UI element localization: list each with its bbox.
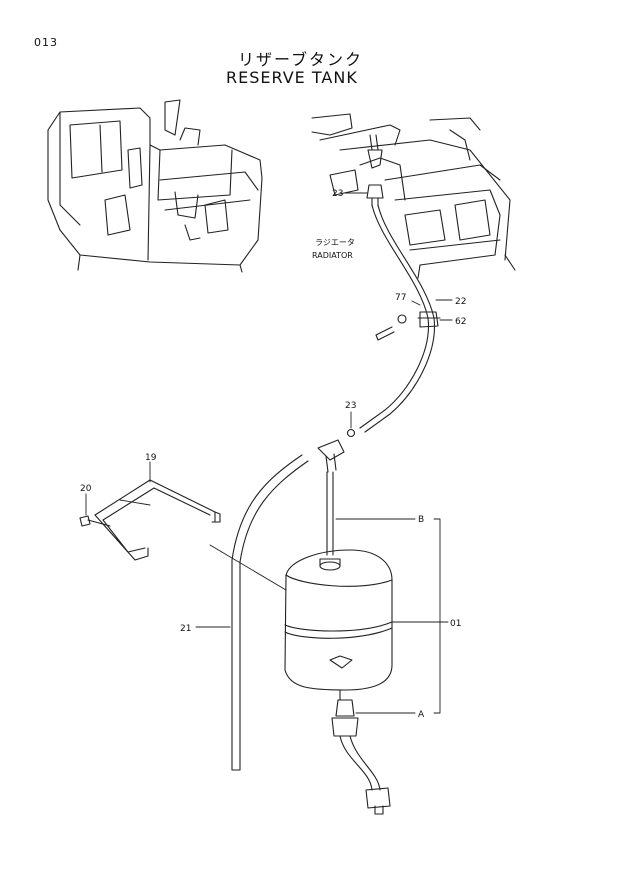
label-22: 22 xyxy=(455,297,466,307)
bracket-19 xyxy=(94,479,221,561)
title-japanese: リザーブタンク xyxy=(238,50,364,69)
label-B: B xyxy=(418,515,424,525)
label-20: 20 xyxy=(80,484,92,494)
leader-lines xyxy=(85,192,453,714)
label-23-upper: 23 xyxy=(332,189,343,199)
label-21: 21 xyxy=(180,624,191,634)
reserve-tank-01 xyxy=(284,549,393,701)
clamp-62 xyxy=(417,311,441,328)
label-radiator-jp: ラジエータ xyxy=(315,238,355,247)
level-sensor xyxy=(331,699,391,815)
label-62: 62 xyxy=(455,317,466,327)
title-english: RESERVE TANK xyxy=(226,68,358,87)
fitting-23-upper xyxy=(366,184,384,207)
excavator-overview xyxy=(47,99,263,273)
label-19: 19 xyxy=(145,453,157,463)
part-labels: 23 77 22 62 23 19 20 B 01 21 A ラジエータ RAD… xyxy=(80,189,466,720)
vent-pipe xyxy=(326,471,334,556)
fitting-23-lower xyxy=(317,428,356,473)
bolt-77 xyxy=(375,314,407,341)
drain-hose-21 xyxy=(231,454,309,771)
radiator-detail xyxy=(311,113,516,279)
label-23-lower: 23 xyxy=(345,401,356,411)
label-01: 01 xyxy=(450,619,461,629)
label-77: 77 xyxy=(395,293,406,303)
label-radiator-en: RADIATOR xyxy=(312,251,353,260)
label-A: A xyxy=(418,710,425,720)
page-number: 013 xyxy=(34,36,58,49)
bolt-20 xyxy=(79,515,111,527)
